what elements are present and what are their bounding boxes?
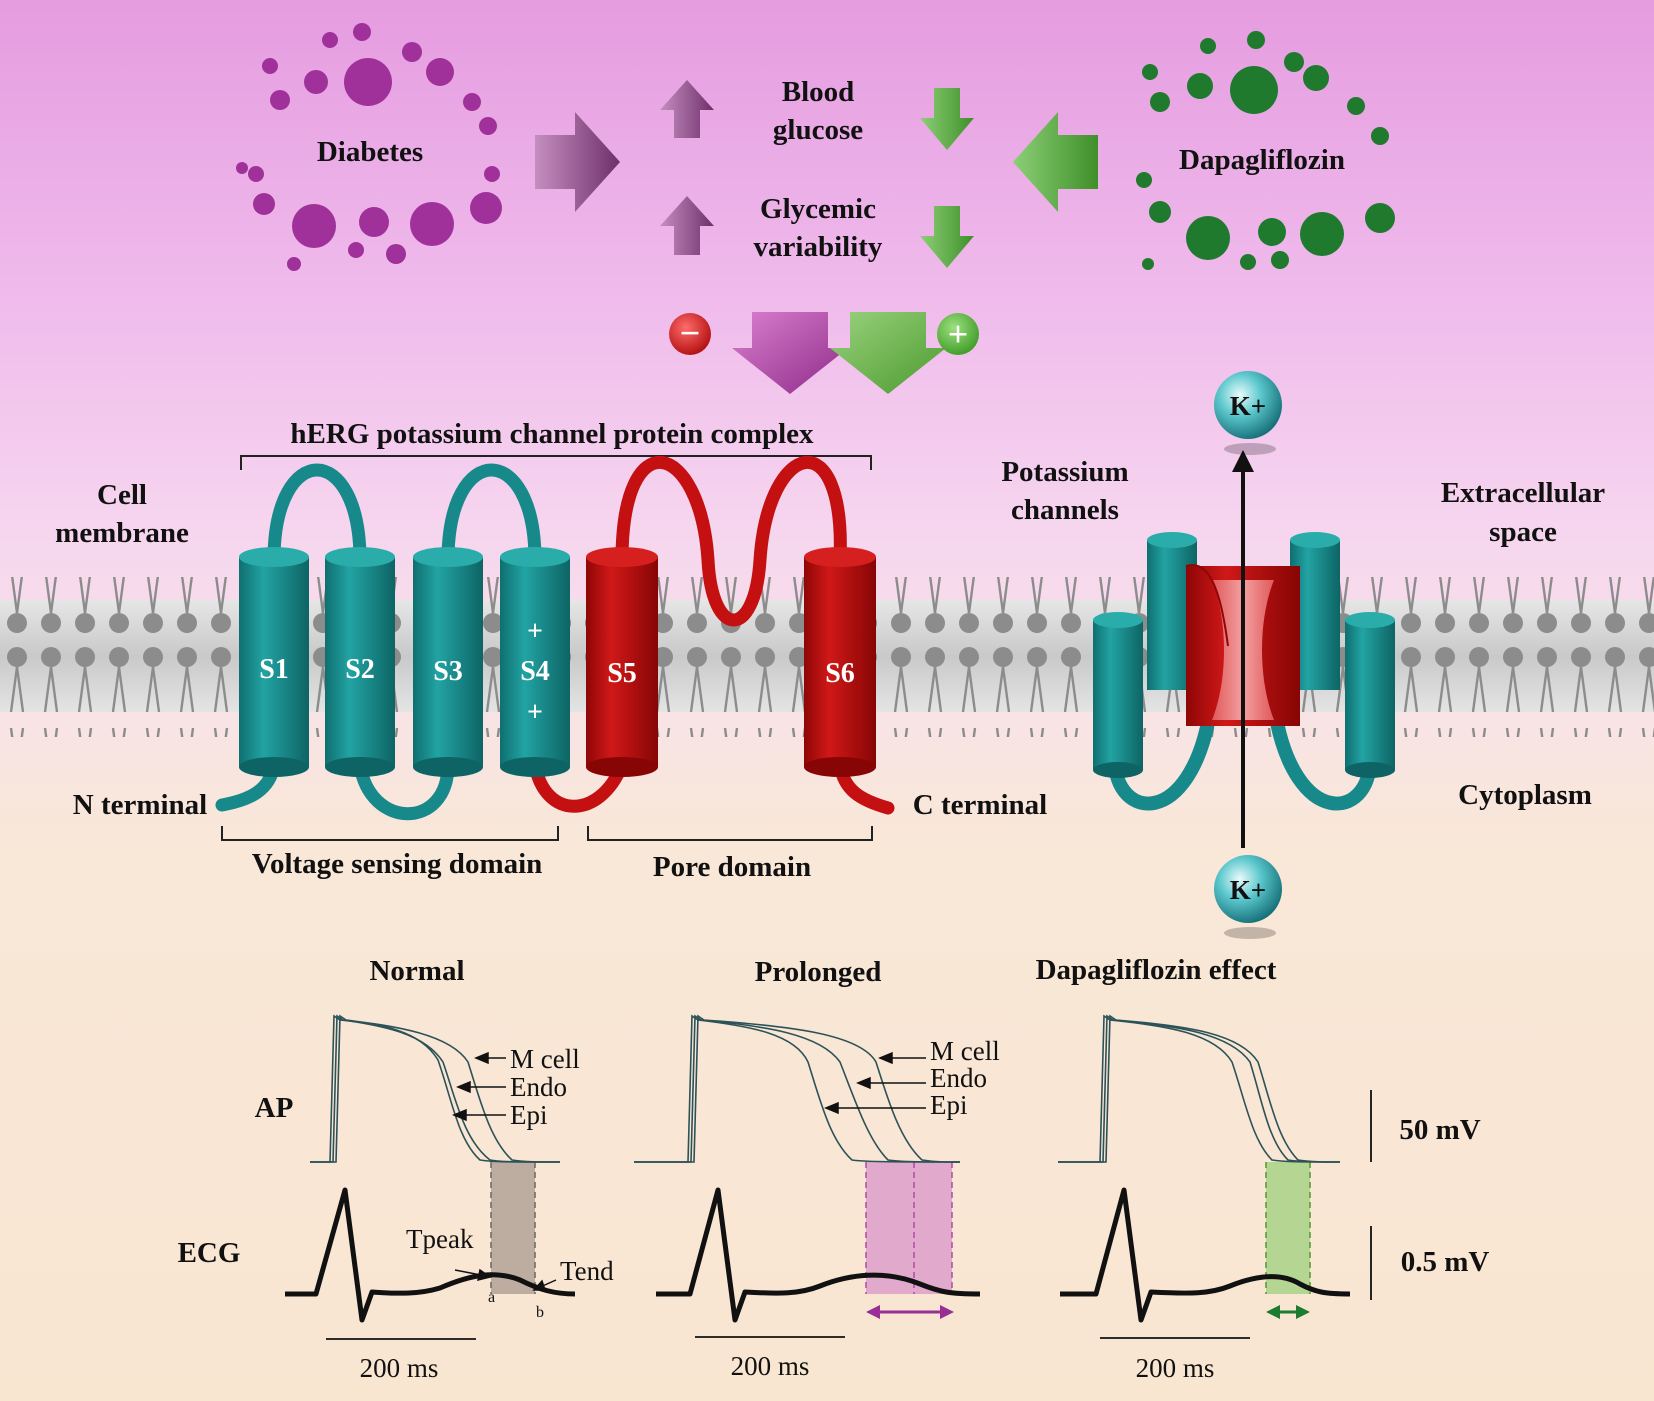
dapagliflozin-interval-arrow [1266, 1305, 1310, 1319]
segment-s5: S5 [586, 547, 658, 777]
pore-domain-bracket [587, 826, 873, 841]
s5-label: S5 [607, 658, 637, 689]
pore-domain-label: Pore domain [653, 851, 811, 883]
extracellular-label-1: Extracellular [1441, 477, 1605, 509]
time-scale-label-normal: 200 ms [360, 1353, 439, 1383]
tend-label: Tend [560, 1256, 614, 1286]
time-scale-label-dapagliflozin: 200 ms [1136, 1353, 1215, 1383]
herg-segments: S1 S2 S3 + S4 + S5 [239, 547, 876, 777]
cell-membrane-label-2: membrane [55, 517, 189, 549]
k-ion-bottom-icon [1214, 855, 1282, 923]
voltage-domain-bracket [221, 826, 559, 841]
k-ion-top-icon [1214, 371, 1282, 439]
s6-label: S6 [825, 658, 855, 689]
s3-label: S3 [433, 656, 463, 687]
extracellular-label-2: space [1489, 516, 1557, 548]
arrow-down-icon [920, 88, 974, 150]
dapagliflozin-arrow-icon [1013, 112, 1098, 212]
tpeak-tend-window-dapagliflozin [1266, 1162, 1310, 1294]
tpeak-label: Tpeak [406, 1224, 474, 1254]
epi-label-normal: Epi [510, 1100, 548, 1130]
time-scale-label-prolonged: 200 ms [731, 1351, 810, 1381]
cytoplasm-label: Cytoplasm [1458, 779, 1592, 811]
panel-title-prolonged: Prolonged [755, 956, 882, 988]
m-cell-label-normal: M cell [510, 1044, 580, 1074]
ap-annotations-prolonged [824, 1051, 926, 1115]
cell-membrane-label-1: Cell [97, 479, 147, 511]
glycemic-variability-label-2: variability [754, 231, 883, 263]
segment-s6: S6 [804, 547, 876, 777]
plus-icon [937, 313, 979, 355]
plus-sign: + [948, 314, 969, 354]
blood-glucose-label-2: glucose [773, 114, 863, 146]
segment-s1: S1 [239, 547, 309, 777]
arrow-down-icon [920, 206, 974, 268]
epi-label-prolonged: Epi [930, 1090, 968, 1120]
big-down-arrow-green-icon [830, 312, 946, 394]
a-marker-label: a [488, 1289, 495, 1306]
m-cell-label-prolonged: M cell [930, 1036, 1000, 1066]
big-down-arrow-purple-icon [732, 312, 848, 394]
s4-plus-top: + [527, 616, 543, 647]
arrow-up-icon [660, 80, 714, 138]
potassium-channels-label-2: channels [1011, 494, 1119, 526]
glycemic-variability-label-1: Glycemic [760, 193, 876, 225]
endo-label-normal: Endo [510, 1072, 567, 1102]
endo-label-prolonged: Endo [930, 1063, 987, 1093]
k-ion-top-label: K+ [1230, 391, 1266, 421]
ecg-trace-prolonged [656, 1187, 981, 1323]
diabetes-label: Diabetes [317, 136, 423, 168]
panel-title-normal: Normal [369, 955, 464, 987]
s4-plus-bottom: + [527, 697, 543, 728]
herg-title: hERG potassium channel protein complex [290, 418, 814, 450]
arrow-up-icon [660, 196, 714, 255]
s1-label: S1 [259, 654, 289, 685]
dapagliflozin-cloud [1136, 31, 1395, 270]
s2-label: S2 [345, 654, 375, 685]
diabetes-arrow-icon [535, 112, 620, 212]
segment-s4: + S4 + [500, 547, 570, 777]
tpeak-tend-arrows [454, 1268, 557, 1291]
ap-annotations-normal [452, 1051, 506, 1122]
ap-traces-dapagliflozin [1058, 1014, 1341, 1163]
k-ion-bottom-label: K+ [1230, 875, 1266, 905]
b-marker-label: b [536, 1304, 544, 1321]
dapagliflozin-label: Dapagliflozin [1179, 144, 1345, 176]
minus-icon [669, 313, 711, 355]
ecg-scale-label: 0.5 mV [1401, 1246, 1490, 1278]
arrowhead-icon [1232, 450, 1254, 472]
ap-label: AP [255, 1092, 294, 1124]
minus-sign: − [680, 313, 701, 353]
tpeak-tend-window-normal [491, 1162, 535, 1294]
ecg-trace-dapagliflozin [1060, 1187, 1351, 1323]
segment-s3: S3 [413, 547, 483, 777]
segment-s2: S2 [325, 547, 395, 777]
prolonged-interval-arrow [866, 1305, 954, 1319]
c-terminal-label: C terminal [913, 789, 1048, 821]
diabetes-cloud [236, 23, 502, 271]
ap-traces-prolonged [634, 1014, 961, 1163]
herg-bracket [240, 455, 872, 470]
tpeak-tend-window-prolonged [866, 1162, 952, 1294]
ap-traces-normal [310, 1014, 561, 1163]
s4-label: S4 [520, 656, 550, 687]
ecg-label: ECG [178, 1237, 241, 1269]
potassium-channels-label-1: Potassium [1001, 456, 1128, 488]
ap-scale-label: 50 mV [1399, 1114, 1480, 1146]
blood-glucose-label-1: Blood [782, 76, 855, 108]
voltage-domain-label: Voltage sensing domain [252, 848, 543, 880]
panel-title-dapagliflozin: Dapagliflozin effect [1036, 954, 1277, 986]
n-terminal-label: N terminal [73, 789, 208, 821]
